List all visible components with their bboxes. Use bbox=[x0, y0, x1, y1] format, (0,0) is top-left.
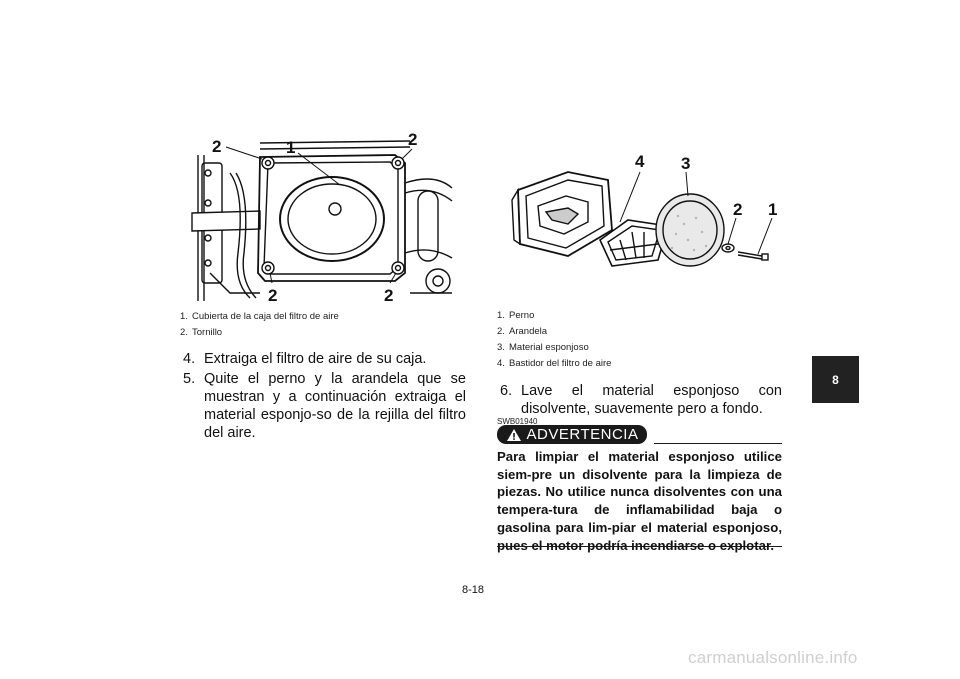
warning-badge: ADVERTENCIA bbox=[497, 425, 647, 444]
warning-label: ADVERTENCIA bbox=[526, 426, 639, 443]
section-tab: 8 bbox=[812, 356, 859, 403]
callout-cover: 1 bbox=[286, 138, 296, 157]
caption-item: 1. Cubierta de la caja del filtro de air… bbox=[180, 311, 339, 322]
figure2-caption: 1. Perno 2. Arandela 3. Material esponjo… bbox=[497, 308, 611, 372]
warning-triangle-icon bbox=[506, 428, 521, 441]
callout-bolt-top-right: 2 bbox=[408, 130, 418, 149]
callout-bolt-bottom-left: 2 bbox=[268, 286, 278, 305]
caption-item: 1. Perno bbox=[497, 310, 535, 321]
filter-parts-illustration bbox=[511, 171, 773, 267]
watermark: carmanualsonline.info bbox=[688, 648, 858, 667]
callout-bolt-bottom-right: 2 bbox=[384, 286, 394, 305]
callout-bolt-top-left: 2 bbox=[212, 137, 222, 156]
callout-filter-frame: 4 bbox=[635, 152, 645, 171]
figure1-caption: 1. Cubierta de la caja del filtro de air… bbox=[180, 309, 339, 341]
callout-bolt: 1 bbox=[768, 200, 778, 219]
page-number: 8-18 bbox=[462, 584, 485, 596]
warning-text: Para limpiar el material esponjoso utili… bbox=[497, 449, 782, 553]
caption-item: 2. Arandela bbox=[497, 326, 548, 337]
warning-code: SWB01940 bbox=[497, 417, 538, 426]
caption-item: 3. Material esponjoso bbox=[497, 342, 589, 353]
warning-top-rule bbox=[654, 443, 782, 444]
air-filter-case-illustration bbox=[191, 140, 453, 301]
callout-washer: 2 bbox=[733, 200, 743, 219]
caption-item: 2. Tornillo bbox=[180, 327, 223, 338]
step-5: 5. Quite el perno y la arandela que se m… bbox=[183, 371, 466, 441]
warning-bottom-rule bbox=[497, 546, 782, 547]
caption-item: 4. Bastidor del filtro de aire bbox=[497, 358, 612, 369]
step-6: 6. Lave el material esponjoso con disolv… bbox=[500, 383, 782, 417]
callout-sponge: 3 bbox=[681, 154, 691, 173]
step-4: 4. Extraiga el filtro de aire de su caja… bbox=[183, 351, 427, 367]
